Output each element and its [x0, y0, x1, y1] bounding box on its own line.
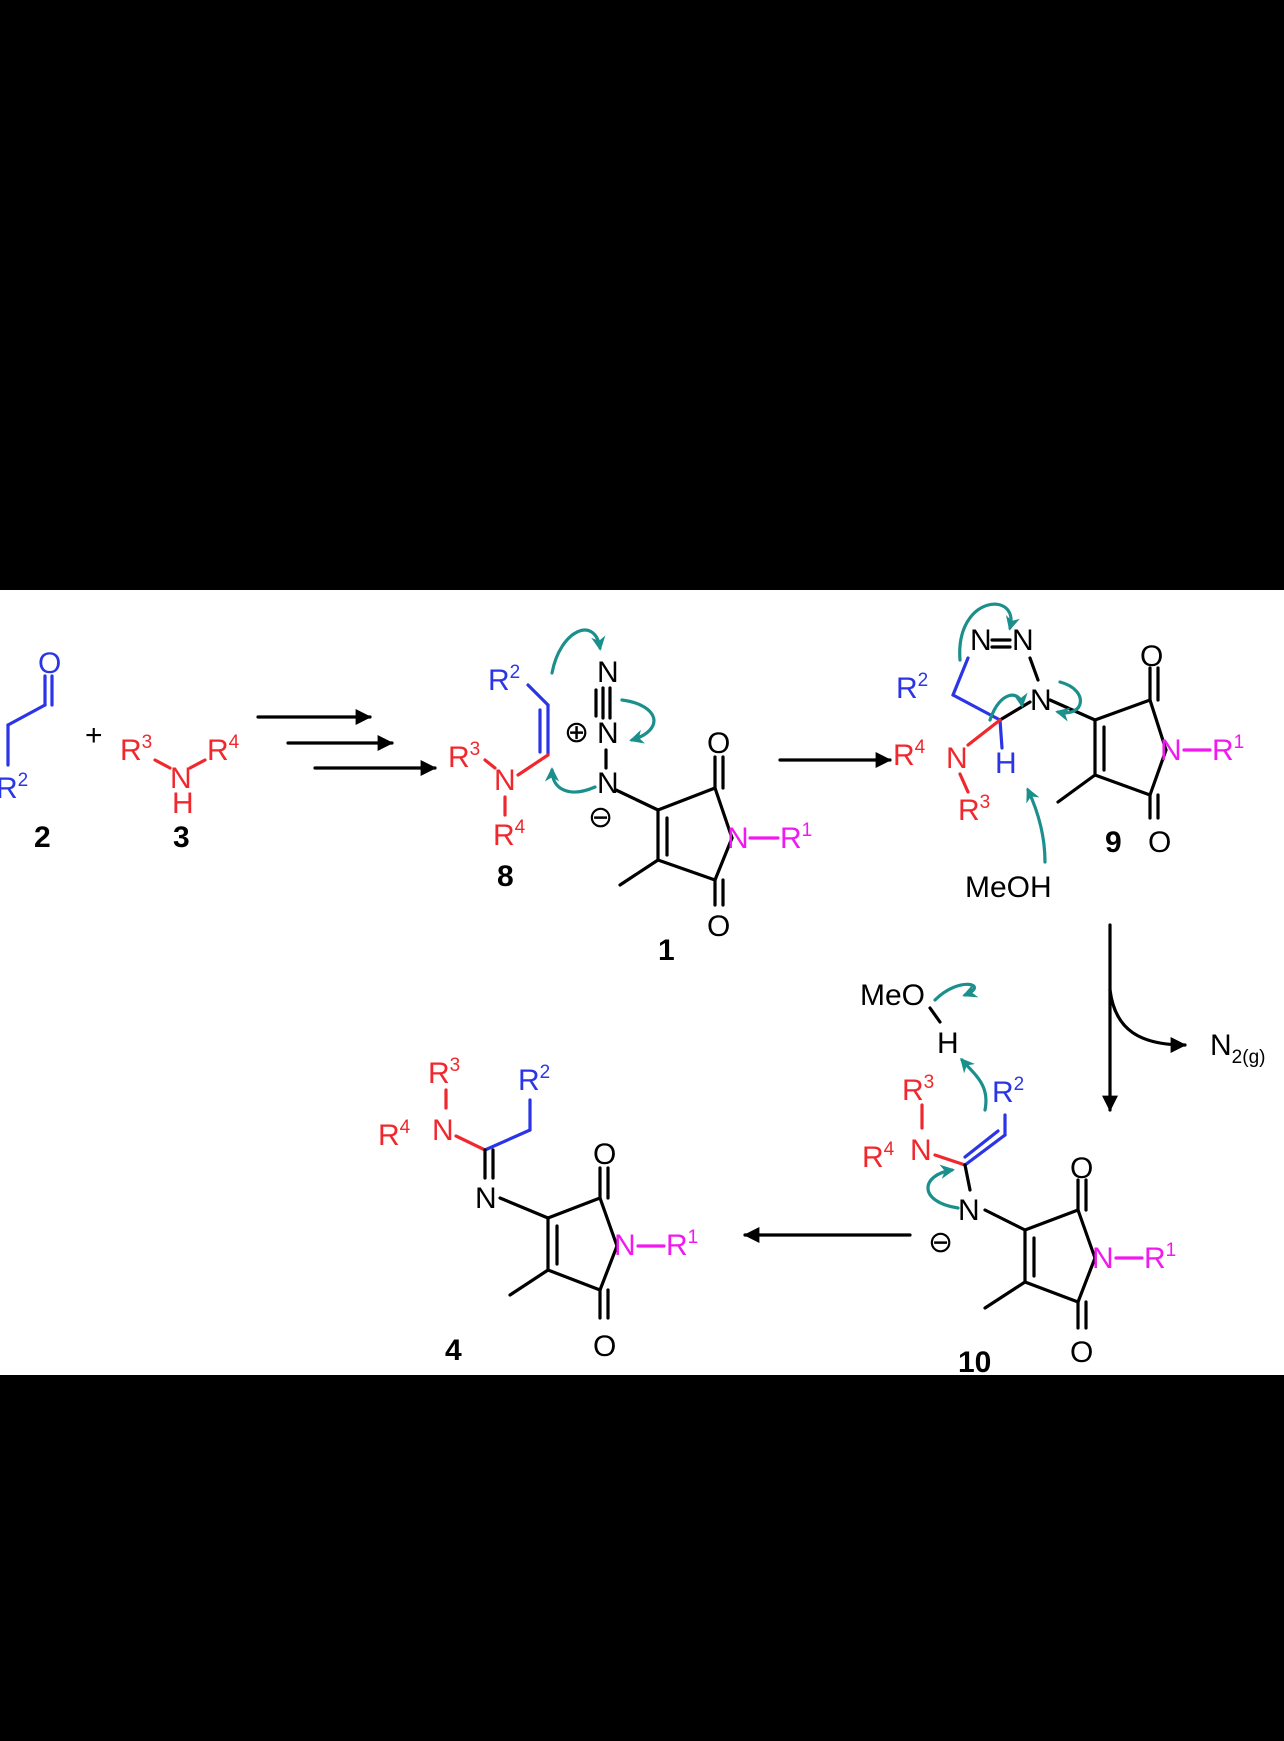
nitrogen-loss-arrow: N2(g) [1102, 923, 1265, 1112]
compound-3-amine: R3 N H R4 3 [120, 732, 240, 854]
minus-charge: ⊖ [588, 801, 613, 834]
compound-number-2: 2 [34, 821, 51, 854]
nitrogen-gas-label: N2(g) [1210, 1029, 1265, 1068]
electron-arrows-step2 [958, 602, 1082, 864]
nitrogen-label: N [597, 767, 619, 800]
nitrogen-label: N [1092, 1242, 1114, 1275]
nitrogen-label: N [614, 1229, 636, 1262]
nitrogen-label: N [494, 764, 516, 797]
r2-label: R2 [0, 770, 28, 805]
electron-arrows-step3 [926, 982, 988, 1210]
r4-label: R4 [207, 732, 240, 767]
multistep-arrows [256, 709, 437, 776]
methanol-label: MeOH [965, 871, 1052, 904]
nitrogen-label: N [432, 1114, 454, 1147]
r1-label: R1 [666, 1227, 698, 1262]
reaction-scheme-diagram: O R2 2 + R3 N H R4 3 R2 R3 N R4 8 N [0, 602, 1265, 1375]
r4-label: R4 [493, 817, 526, 852]
r4-label: R4 [862, 1139, 895, 1174]
oxygen-label: O [707, 910, 730, 943]
nitrogen-label: N [597, 717, 619, 750]
r1-label: R1 [780, 820, 812, 855]
nitrogen-label: N [475, 1182, 497, 1215]
compound-number-9: 9 [1105, 826, 1122, 859]
compound-number-3: 3 [173, 821, 190, 854]
r3-label: R3 [902, 1072, 934, 1107]
nitrogen-label: N [958, 1194, 980, 1227]
compound-4-amidine-product: R3 R4 N R2 N O O N R1 4 [378, 1055, 698, 1367]
r2-label: R2 [896, 670, 928, 705]
oxygen-label: O [1070, 1152, 1093, 1185]
oxygen-label: O [1070, 1336, 1093, 1369]
r4-label: R4 [893, 737, 926, 772]
compound-number-4: 4 [445, 1334, 462, 1367]
compound-8-enamine: R2 R3 N R4 8 [448, 662, 550, 893]
nitrogen-label: N [170, 762, 192, 795]
r1-label: R1 [1144, 1240, 1176, 1275]
r3-label: R3 [120, 732, 152, 767]
compound-2-aldehyde: O R2 2 [0, 647, 61, 854]
r4-label: R4 [378, 1117, 411, 1152]
nitrogen-label: N [727, 822, 749, 855]
nitrogen-label: N [1030, 684, 1052, 717]
r3-label: R3 [958, 792, 990, 827]
compound-9-triazoline: N N N R2 H R4 N R3 O O N R1 9 MeO [893, 624, 1244, 904]
minus-charge: ⊖ [928, 1226, 953, 1259]
nitrogen-label: N [946, 742, 968, 775]
compound-10-amidine-anion: MeO H R3 R4 N R2 N ⊖ O O N R1 10 [860, 979, 1176, 1375]
plus-charge: ⊕ [564, 716, 589, 749]
nitrogen-label: N [970, 624, 992, 657]
hydrogen-label: H [937, 1027, 959, 1060]
reaction-scheme-panel: O R2 2 + R3 N H R4 3 R2 R3 N R4 8 N [0, 590, 1284, 1375]
oxygen-label: O [38, 647, 61, 680]
r3-label: R3 [448, 739, 480, 774]
compound-number-8: 8 [497, 860, 514, 893]
r2-label: R2 [992, 1074, 1024, 1109]
oxygen-label: O [1140, 640, 1163, 673]
nitrogen-label: N [1160, 734, 1182, 767]
methoxy-label: MeO [860, 979, 925, 1012]
plus-sign: + [85, 719, 103, 752]
r1-label: R1 [1212, 732, 1244, 767]
oxygen-label: O [593, 1138, 616, 1171]
compound-number-1: 1 [658, 934, 675, 967]
oxygen-label: O [593, 1330, 616, 1363]
r2-label: R2 [518, 1062, 550, 1097]
nitrogen-label: N [910, 1134, 932, 1167]
nitrogen-label: N [597, 656, 619, 689]
oxygen-label: O [1148, 826, 1171, 859]
hydrogen-label: H [995, 747, 1017, 780]
r3-label: R3 [428, 1055, 460, 1090]
oxygen-label: O [707, 727, 730, 760]
nitrogen-label: N [1012, 624, 1034, 657]
compound-1-azide-maleimide: N N ⊕ N ⊖ O O N R1 1 [564, 656, 812, 967]
r2-label: R2 [488, 662, 520, 697]
hydrogen-label: H [172, 787, 194, 820]
electron-arrows-step1 [544, 628, 656, 794]
compound-number-10: 10 [958, 1346, 991, 1375]
